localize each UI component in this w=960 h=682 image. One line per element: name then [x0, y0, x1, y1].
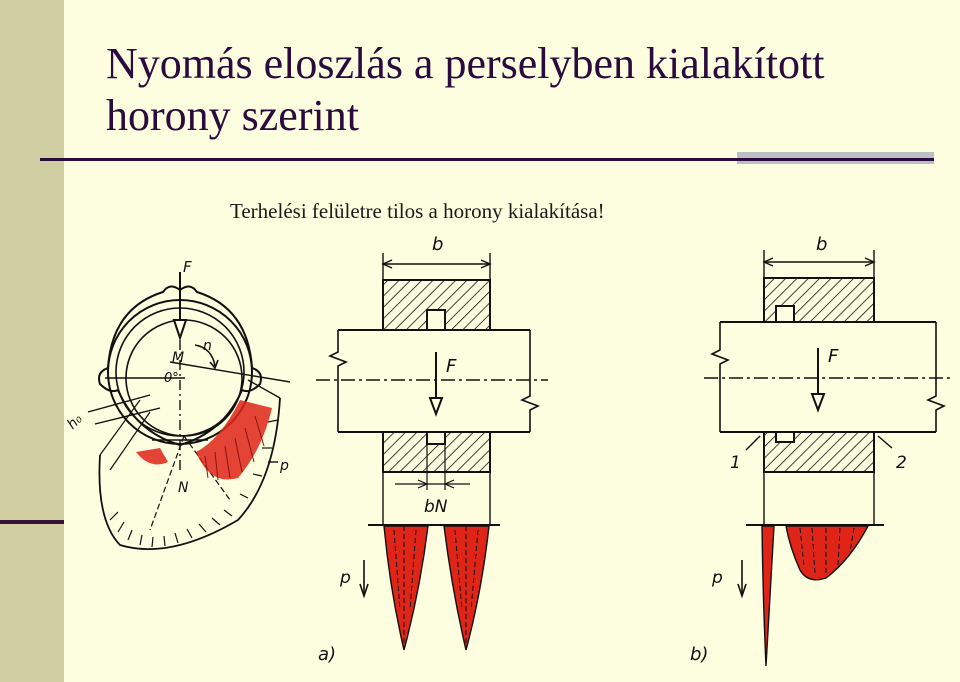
- variant-a-width-label: b: [432, 234, 443, 255]
- side-bar-accent: [0, 520, 64, 524]
- variant-b-width-label: b: [816, 234, 827, 255]
- variant-a: [316, 253, 548, 599]
- left-center-label: M: [172, 350, 184, 366]
- variant-a-pressure-label: p: [339, 568, 351, 588]
- variant-a-pressure-hatch: [393, 526, 479, 650]
- left-angle-label: 0°: [164, 371, 179, 386]
- title-rule: [40, 158, 934, 161]
- variant-a-groove-label: bN: [424, 497, 448, 517]
- side-bar: [0, 0, 64, 682]
- envelope-ticks: [109, 419, 279, 548]
- left-rotation-label: n: [203, 338, 212, 354]
- bearing-cross-section: [87, 272, 291, 550]
- left-pressure-hatch: [204, 415, 265, 481]
- left-pressure-label: p: [279, 458, 289, 474]
- title-rule-accent-line: [737, 158, 934, 161]
- variant-b-pressure-label: p: [711, 568, 723, 588]
- variant-b-pressure-hatch: [799, 527, 855, 576]
- left-gap-label: h₀: [64, 411, 86, 433]
- left-pressure-region: [136, 400, 272, 480]
- slide-title: Nyomás eloszlás a perselyben kialakított…: [106, 39, 825, 140]
- variant-b-marker-1: 1: [730, 453, 741, 473]
- variant-b-force-label: F: [828, 346, 839, 367]
- variant-a-caption: a): [318, 644, 336, 665]
- left-normal-label: N: [178, 480, 189, 496]
- variant-a-force-label: F: [446, 356, 457, 377]
- variant-b-pressure: [761, 525, 870, 667]
- variant-b: [704, 250, 952, 599]
- left-force-label: F: [183, 258, 192, 276]
- variant-b-caption: b): [690, 644, 708, 665]
- slide-subtitle: Terhelési felületre tilos a horony kiala…: [230, 199, 605, 223]
- variant-b-marker-2: 2: [896, 453, 907, 473]
